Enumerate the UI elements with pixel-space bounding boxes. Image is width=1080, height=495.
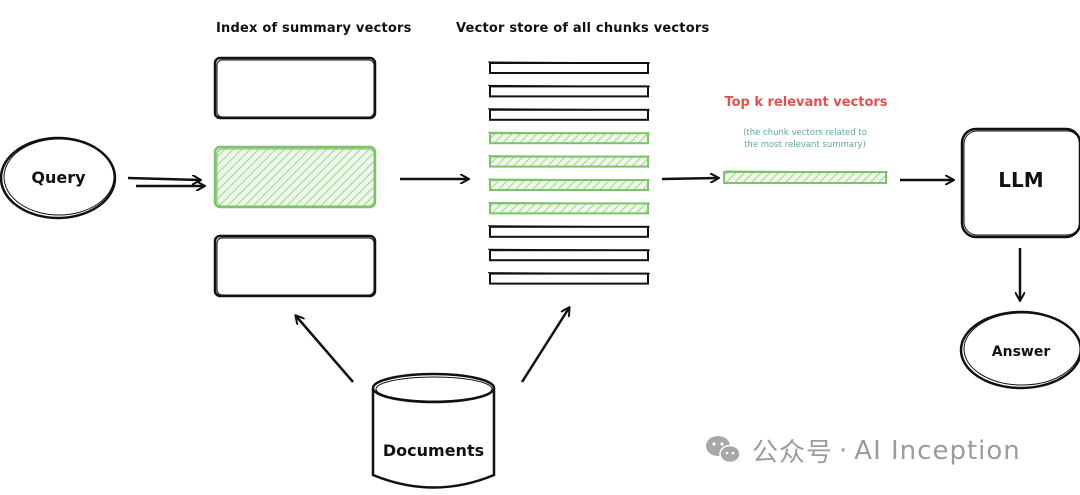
documents-label: Documents bbox=[382, 441, 485, 460]
arrow-query-to-index-1 bbox=[127, 178, 200, 180]
answer-label: Answer bbox=[991, 344, 1051, 360]
watermark-separator: · bbox=[839, 435, 849, 466]
chunk-bar-sketch-line bbox=[487, 84, 651, 87]
chunk-bar-sketch-line bbox=[487, 178, 651, 181]
query-node bbox=[0, 136, 117, 220]
chunk-bar-highlighted bbox=[489, 202, 649, 215]
topk-title: Top k relevant vectors bbox=[724, 95, 888, 110]
chunk-bar bbox=[489, 85, 649, 98]
chunk-bar bbox=[489, 108, 649, 121]
arrow-docs-to-store bbox=[520, 308, 569, 383]
watermark-channel: 公众号 bbox=[752, 438, 834, 468]
chunk-bar bbox=[489, 62, 649, 74]
chunk-bar-sketch-line bbox=[487, 248, 651, 251]
summary-box-highlighted bbox=[213, 145, 377, 209]
llm-label: LLM bbox=[998, 168, 1044, 192]
chunk-bar-sketch-line bbox=[487, 225, 651, 228]
vector-store-heading: Vector store of all chunks vectors bbox=[456, 21, 710, 36]
chunk-bar-sketch-line bbox=[487, 272, 651, 275]
watermark: 公众号 · AI Inception bbox=[752, 432, 1021, 469]
chunk-bar bbox=[489, 272, 649, 285]
chunk-bar-sketch-line bbox=[487, 61, 651, 64]
chunk-bar-highlighted bbox=[489, 179, 649, 191]
summary-index bbox=[213, 56, 377, 298]
vector-store bbox=[487, 61, 651, 285]
arrow-store-to-topk bbox=[661, 178, 718, 179]
topk-bar bbox=[723, 170, 889, 184]
summary-box bbox=[213, 56, 377, 120]
chunk-bar bbox=[489, 249, 649, 262]
answer-node bbox=[959, 310, 1080, 390]
summary-box bbox=[213, 234, 377, 298]
topk-note: (the chunk vectors related to the most r… bbox=[743, 128, 867, 150]
arrow-docs-to-index bbox=[296, 316, 354, 383]
watermark-name: AI Inception bbox=[854, 435, 1021, 466]
chunk-bar-highlighted bbox=[489, 132, 649, 145]
summary-box-outline bbox=[216, 59, 375, 118]
summary-box-outline bbox=[216, 148, 375, 207]
summary-box-outline bbox=[216, 237, 375, 296]
chunk-bar-sketch-line bbox=[487, 155, 651, 158]
summary-index-heading: Index of summary vectors bbox=[216, 21, 412, 36]
wechat-icon bbox=[706, 436, 741, 464]
chunk-bar-highlighted bbox=[489, 155, 649, 168]
llm-node bbox=[960, 127, 1080, 239]
documents-cylinder bbox=[371, 372, 496, 489]
chunk-bar-sketch-line bbox=[487, 131, 651, 134]
chunk-bar bbox=[489, 225, 649, 238]
chunk-bar-sketch-line bbox=[487, 201, 651, 204]
query-label: Query bbox=[31, 168, 86, 187]
chunk-bar-sketch-line bbox=[487, 108, 651, 111]
